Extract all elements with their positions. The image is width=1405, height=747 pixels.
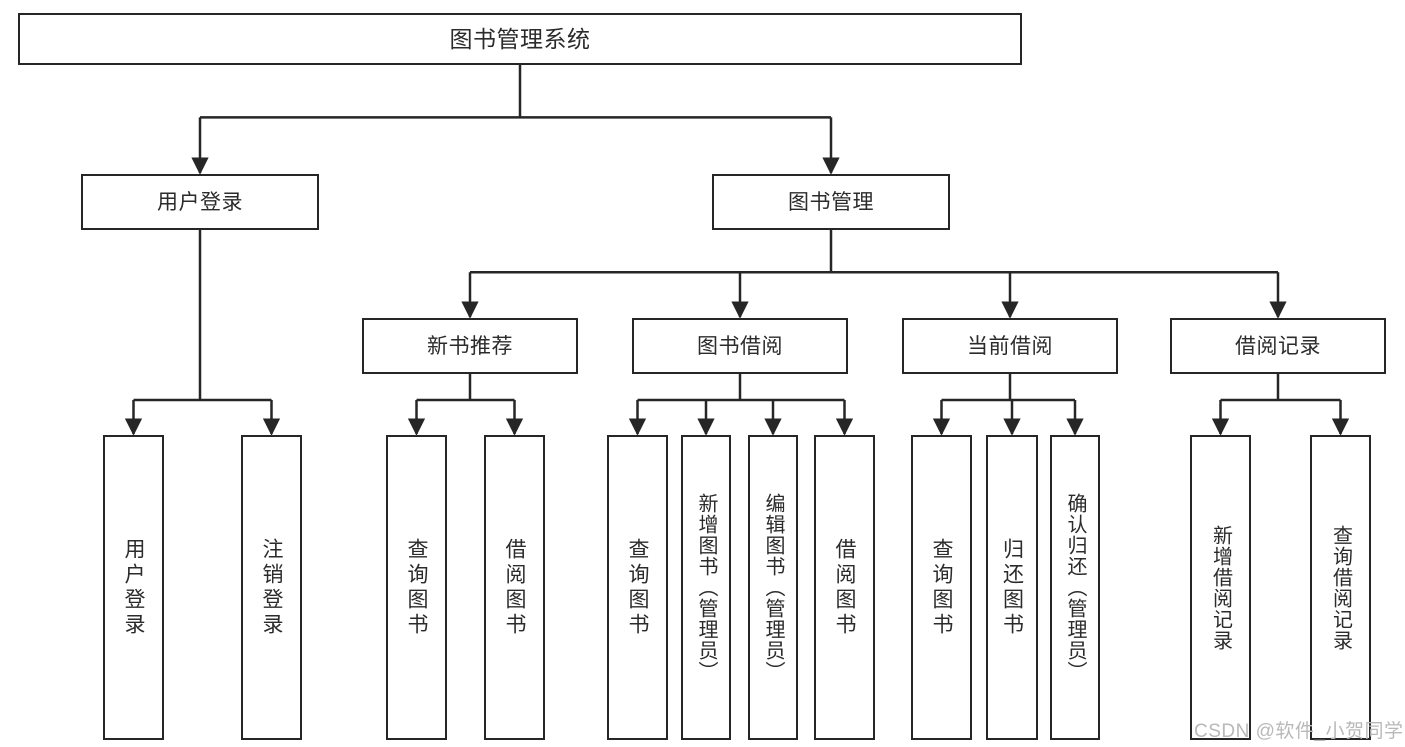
tier1-node-book-manage[interactable]: 图书管理	[712, 174, 950, 230]
node-label: 注销登录	[260, 537, 283, 638]
node-label: 借阅图书	[503, 537, 526, 638]
node-label: 确认归还（管理员）	[1064, 493, 1086, 682]
leaf-node-leaf-return-book[interactable]: 归还图书	[986, 435, 1038, 740]
tier2-node-borrow-record[interactable]: 借阅记录	[1170, 318, 1386, 374]
node-label: 新增借阅记录	[1209, 524, 1232, 651]
node-label: 用户登录	[122, 537, 145, 638]
node-label: 用户登录	[157, 190, 243, 214]
root-node-root[interactable]: 图书管理系统	[18, 13, 1022, 65]
leaf-node-leaf-user-login[interactable]: 用户登录	[103, 435, 164, 740]
leaf-node-leaf-confirm-return-admin[interactable]: 确认归还（管理员）	[1050, 435, 1100, 740]
leaf-node-leaf-borrow-book-1[interactable]: 借阅图书	[484, 435, 545, 740]
node-label: 图书管理系统	[449, 25, 591, 52]
node-label: 查询借阅记录	[1329, 524, 1352, 651]
node-label: 图书借阅	[697, 334, 783, 358]
tier1-node-user-login[interactable]: 用户登录	[81, 174, 319, 230]
leaf-node-leaf-edit-book-admin[interactable]: 编辑图书（管理员）	[748, 435, 798, 740]
node-label: 查询图书	[930, 537, 953, 638]
node-label: 查询图书	[626, 537, 649, 638]
node-label: 新增图书（管理员）	[695, 493, 717, 682]
node-label: 归还图书	[1000, 537, 1024, 638]
node-label: 当前借阅	[967, 334, 1053, 358]
node-label: 查询图书	[405, 537, 428, 638]
tier2-node-new-book-recommend[interactable]: 新书推荐	[362, 318, 578, 374]
leaf-node-leaf-query-book-1[interactable]: 查询图书	[386, 435, 447, 740]
node-label: 编辑图书（管理员）	[762, 493, 784, 682]
leaf-node-leaf-query-book-3[interactable]: 查询图书	[911, 435, 972, 740]
node-label: 借阅图书	[833, 537, 856, 638]
leaf-node-leaf-query-book-2[interactable]: 查询图书	[607, 435, 668, 740]
leaf-node-leaf-add-book-admin[interactable]: 新增图书（管理员）	[681, 435, 731, 740]
node-label: 图书管理	[788, 190, 874, 214]
node-label: 新书推荐	[427, 334, 513, 358]
leaf-node-leaf-query-borrow-record[interactable]: 查询借阅记录	[1310, 435, 1371, 740]
csdn-watermark: CSDN @软件_小贺同学	[1194, 721, 1404, 742]
leaf-node-leaf-add-borrow-record[interactable]: 新增借阅记录	[1190, 435, 1251, 740]
tier2-node-book-borrow[interactable]: 图书借阅	[632, 318, 848, 374]
node-label: 借阅记录	[1235, 334, 1321, 358]
leaf-node-leaf-user-logout[interactable]: 注销登录	[241, 435, 302, 740]
tier2-node-current-borrow[interactable]: 当前借阅	[902, 318, 1118, 374]
leaf-node-leaf-borrow-book-2[interactable]: 借阅图书	[814, 435, 875, 740]
